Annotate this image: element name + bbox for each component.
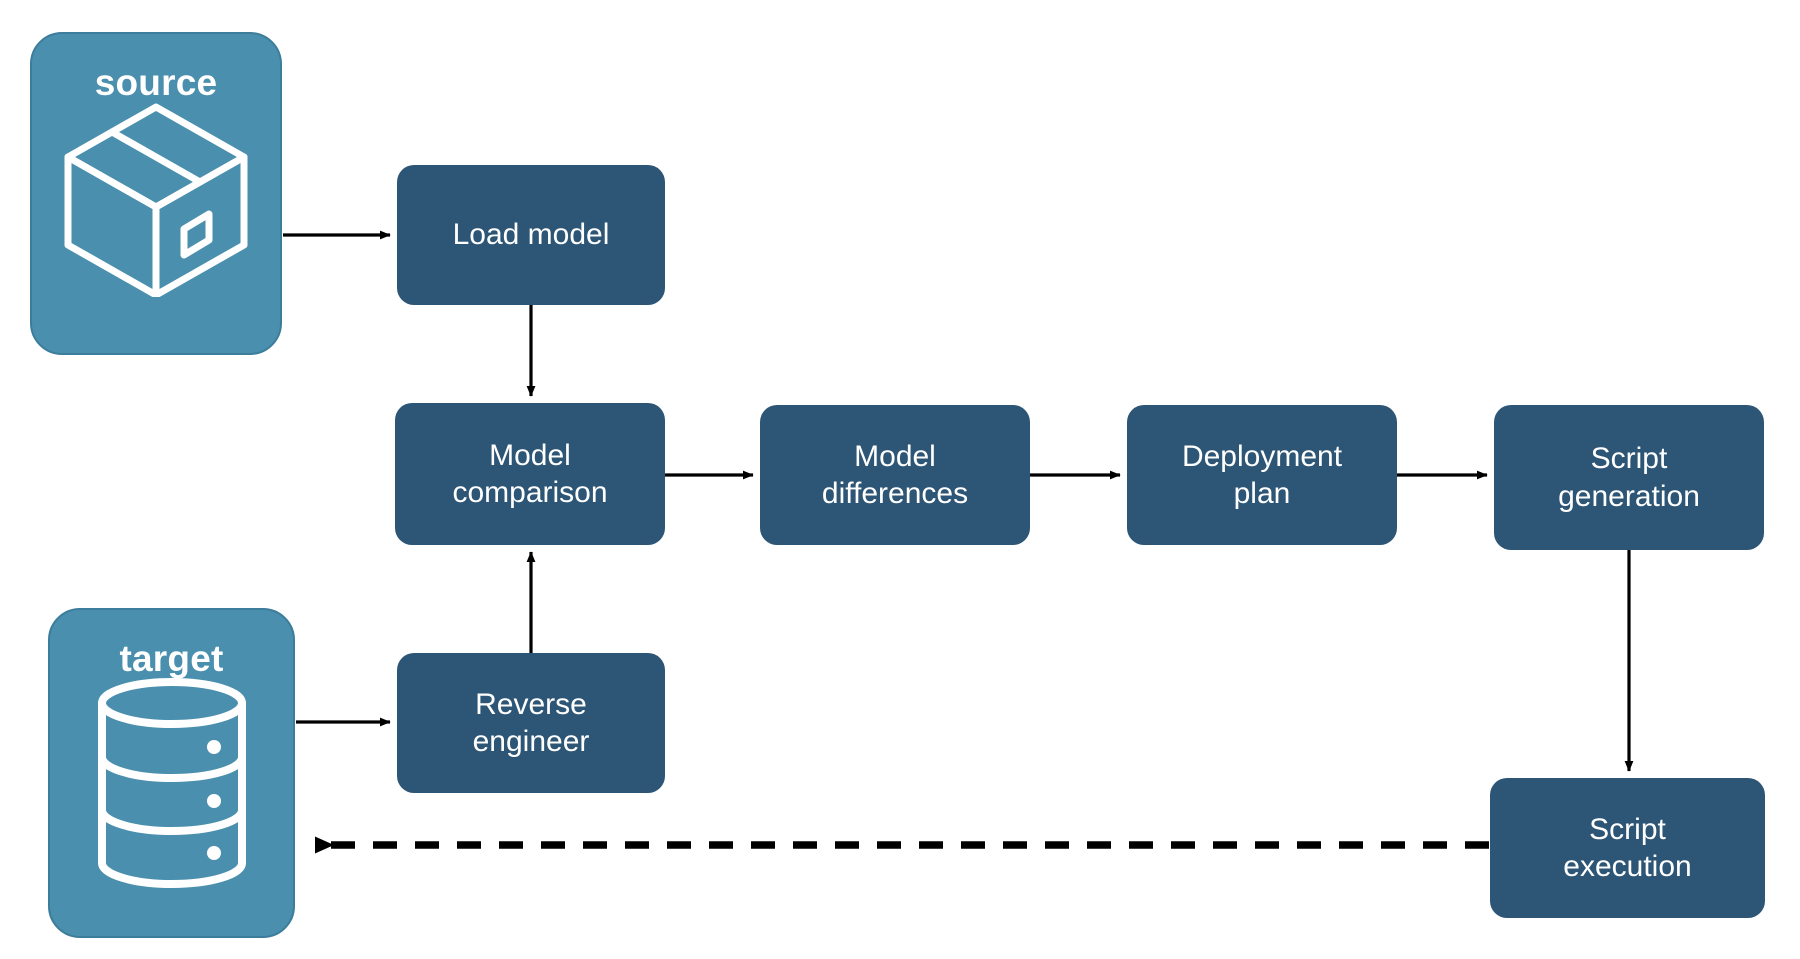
node-model-comparison[interactable]: Model comparison bbox=[395, 403, 665, 545]
node-reverse-engineer[interactable]: Reverse engineer bbox=[397, 653, 665, 793]
node-load-model[interactable]: Load model bbox=[397, 165, 665, 305]
package-box-icon bbox=[64, 103, 248, 297]
node-label-model-comparison: Model comparison bbox=[452, 438, 608, 510]
node-label-reverse-engineer: Reverse engineer bbox=[472, 687, 590, 759]
node-label-model-differences: Model differences bbox=[821, 439, 969, 511]
node-label-script-execution: Script execution bbox=[1563, 812, 1692, 884]
node-label-deployment-plan: Deployment plan bbox=[1181, 439, 1343, 511]
endpoint-card-source[interactable]: source bbox=[30, 32, 282, 355]
node-script-execution[interactable]: Script execution bbox=[1490, 778, 1765, 918]
node-label-load-model: Load model bbox=[452, 218, 610, 252]
endpoint-label-source: source bbox=[94, 62, 218, 103]
node-deployment-plan[interactable]: Deployment plan bbox=[1127, 405, 1397, 545]
database-cylinder-icon bbox=[97, 678, 246, 888]
node-model-differences[interactable]: Model differences bbox=[760, 405, 1030, 545]
node-script-generation[interactable]: Script generation bbox=[1494, 405, 1764, 550]
node-label-script-generation: Script generation bbox=[1558, 442, 1700, 513]
endpoint-label-target: target bbox=[119, 638, 224, 679]
endpoint-card-target[interactable]: target bbox=[48, 608, 295, 938]
